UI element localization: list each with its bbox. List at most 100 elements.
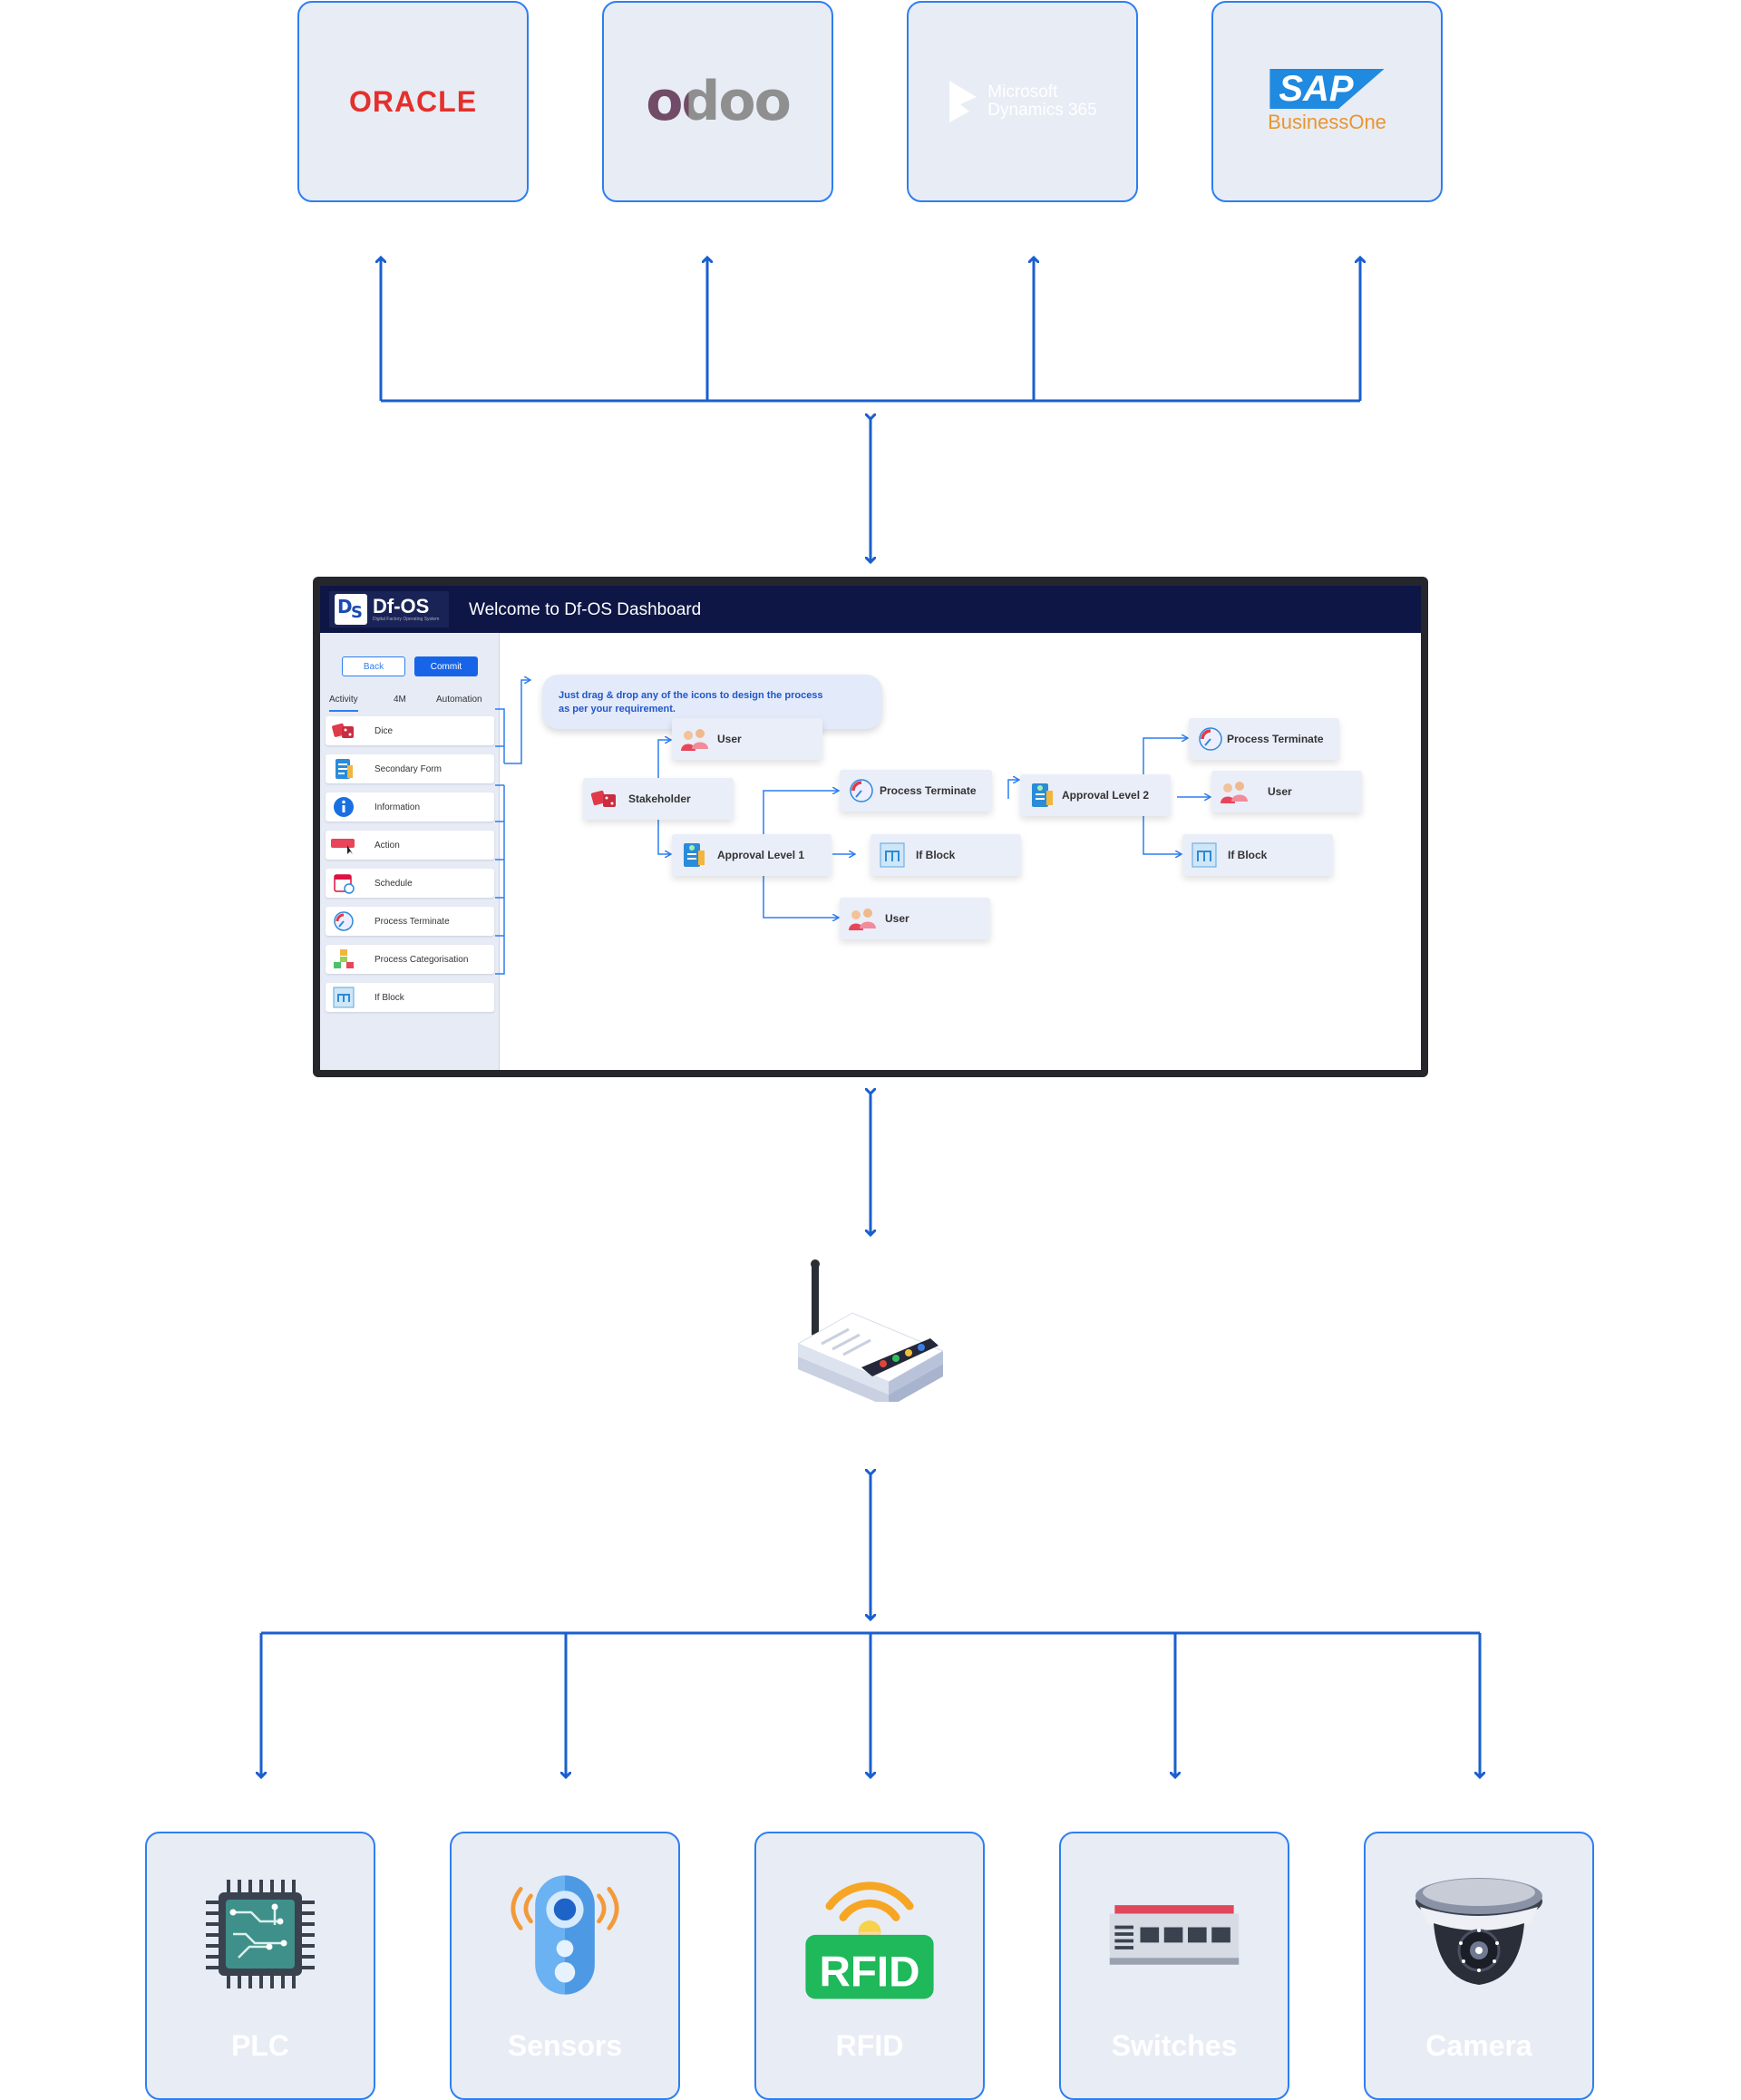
form-icon	[331, 758, 356, 780]
sidebar-item-secondary-form[interactable]: Secondary Form	[326, 754, 494, 783]
node-label: Process Terminate	[880, 784, 977, 797]
flow-node-approval-level-2[interactable]: Approval Level 2	[1020, 774, 1171, 816]
device-card-rfid: RFID RFID	[754, 1832, 985, 2100]
dfos-brand: D S Df-OS Digital Factory Operating Syst…	[329, 591, 449, 627]
router-icon	[796, 1259, 943, 1402]
flow-node-if-block-mid[interactable]: If Block	[870, 834, 1021, 876]
device-card-camera: Camera	[1364, 1832, 1594, 2100]
flow-node-user-bottom[interactable]: User	[840, 898, 990, 939]
erp-card-oracle: ORACLE	[297, 1, 529, 202]
device-label: Switches	[1111, 2029, 1238, 2062]
device-label: RFID	[835, 2029, 904, 2062]
device-label: PLC	[231, 2029, 289, 2062]
flow-connectors	[495, 586, 1421, 975]
tab-4m[interactable]: 4M	[394, 695, 406, 705]
dashboard-monitor: D S Df-OS Digital Factory Operating Syst…	[313, 577, 1428, 1077]
rfid-icon: RFID	[802, 1866, 938, 2002]
device-label: Sensors	[507, 2029, 623, 2062]
node-label: Stakeholder	[628, 792, 691, 805]
erp-card-dynamics: Microsoft Dynamics 365	[907, 1, 1138, 202]
users-icon	[1219, 777, 1248, 806]
dynamics-icon	[949, 81, 977, 122]
sidebar-item-process-categorisation[interactable]: Process Categorisation	[326, 945, 494, 974]
users-icon	[847, 904, 876, 933]
flow-node-process-terminate-mid[interactable]: Process Terminate	[840, 770, 992, 812]
chip-icon	[192, 1866, 328, 2002]
back-button[interactable]: Back	[342, 656, 405, 676]
node-label: If Block	[1228, 849, 1268, 861]
categorisation-icon	[331, 948, 356, 970]
device-card-sensors: Sensors	[450, 1832, 680, 2100]
sensor-icon	[497, 1866, 633, 2002]
sidebar-item-label: Information	[374, 802, 421, 812]
tab-automation[interactable]: Automation	[436, 695, 482, 705]
device-card-switches: Switches	[1059, 1832, 1289, 2100]
dynamics-name-line2: Dynamics 365	[987, 101, 1097, 120]
sidebar-item-action[interactable]: Action	[326, 831, 494, 860]
flow-node-if-block-right[interactable]: If Block	[1182, 834, 1333, 876]
dashboard-screen: D S Df-OS Digital Factory Operating Syst…	[320, 586, 1421, 1070]
if-block-icon	[331, 987, 356, 1008]
brand-subtitle: Digital Factory Operating System	[373, 617, 440, 622]
sidebar-item-process-terminate[interactable]: Process Terminate	[326, 907, 494, 936]
flow-node-user-top[interactable]: User	[672, 718, 822, 760]
flow-node-user-right[interactable]: User	[1211, 771, 1362, 812]
action-icon	[331, 834, 356, 856]
dynamics-name-line1: Microsoft	[987, 83, 1058, 102]
svg-text:RFID: RFID	[819, 1948, 919, 1996]
approval-icon	[1027, 781, 1056, 810]
dice-icon	[590, 784, 619, 813]
dashboard-title: Welcome to Df-OS Dashboard	[469, 600, 702, 619]
hint-line-1: Just drag & drop any of the icons to des…	[559, 690, 823, 701]
dice-icon	[331, 720, 356, 742]
device-label: Camera	[1425, 2029, 1532, 2062]
node-label: If Block	[916, 849, 956, 861]
activity-sidebar: Back Commit Activity 4M Automation Dice …	[320, 633, 500, 1070]
terminate-icon	[847, 776, 876, 805]
node-label: User	[885, 912, 909, 925]
sidebar-item-label: Dice	[374, 725, 394, 736]
node-label: User	[1268, 785, 1292, 798]
dfos-logo-icon: D S	[335, 594, 367, 625]
node-label: Approval Level 1	[717, 849, 805, 861]
node-label: User	[717, 733, 742, 745]
approval-icon	[679, 841, 708, 870]
node-label: Process Terminate	[1227, 733, 1324, 745]
flow-node-process-terminate-right[interactable]: Process Terminate	[1189, 718, 1339, 760]
dashboard-header: D S Df-OS Digital Factory Operating Syst…	[320, 586, 1421, 633]
sidebar-item-label: Process Terminate	[374, 916, 450, 927]
oracle-logo: ORACLE	[348, 84, 478, 118]
sap-subtitle: BusinessOne	[1268, 111, 1386, 133]
sap-wordmark: SAP	[1269, 69, 1385, 109]
info-icon	[331, 796, 356, 818]
users-icon	[679, 724, 708, 753]
odoo-logo: odoo	[646, 70, 792, 133]
flow-node-stakeholder[interactable]: Stakeholder	[583, 778, 734, 820]
erp-card-odoo: odoo	[602, 1, 833, 202]
sidebar-item-if-block[interactable]: If Block	[326, 983, 494, 1012]
sidebar-item-label: If Block	[374, 992, 404, 1003]
camera-icon	[1411, 1866, 1547, 2002]
node-label: Approval Level 2	[1062, 789, 1150, 802]
sidebar-item-label: Secondary Form	[374, 763, 442, 774]
if-block-icon	[1190, 841, 1219, 870]
flow-node-approval-level-1[interactable]: Approval Level 1	[672, 834, 832, 876]
if-block-icon	[878, 841, 907, 870]
terminate-icon	[1196, 724, 1225, 753]
commit-button[interactable]: Commit	[414, 656, 478, 676]
dynamics-logo: Microsoft Dynamics 365	[948, 79, 1097, 124]
sap-logo: SAP BusinessOne	[1268, 69, 1386, 134]
sidebar-item-label: Action	[374, 840, 400, 851]
sidebar-item-dice[interactable]: Dice	[326, 716, 494, 745]
erp-card-sap: SAP BusinessOne	[1211, 1, 1443, 202]
sidebar-item-information[interactable]: Information	[326, 792, 494, 822]
brand-name: Df-OS	[373, 595, 430, 617]
calendar-icon	[331, 872, 356, 894]
switch-icon	[1106, 1866, 1242, 2002]
terminate-icon	[331, 910, 356, 932]
sidebar-item-label: Process Categorisation	[374, 954, 469, 965]
sidebar-item-schedule[interactable]: Schedule	[326, 869, 494, 898]
tab-activity[interactable]: Activity	[329, 695, 358, 712]
sidebar-item-label: Schedule	[374, 878, 413, 889]
